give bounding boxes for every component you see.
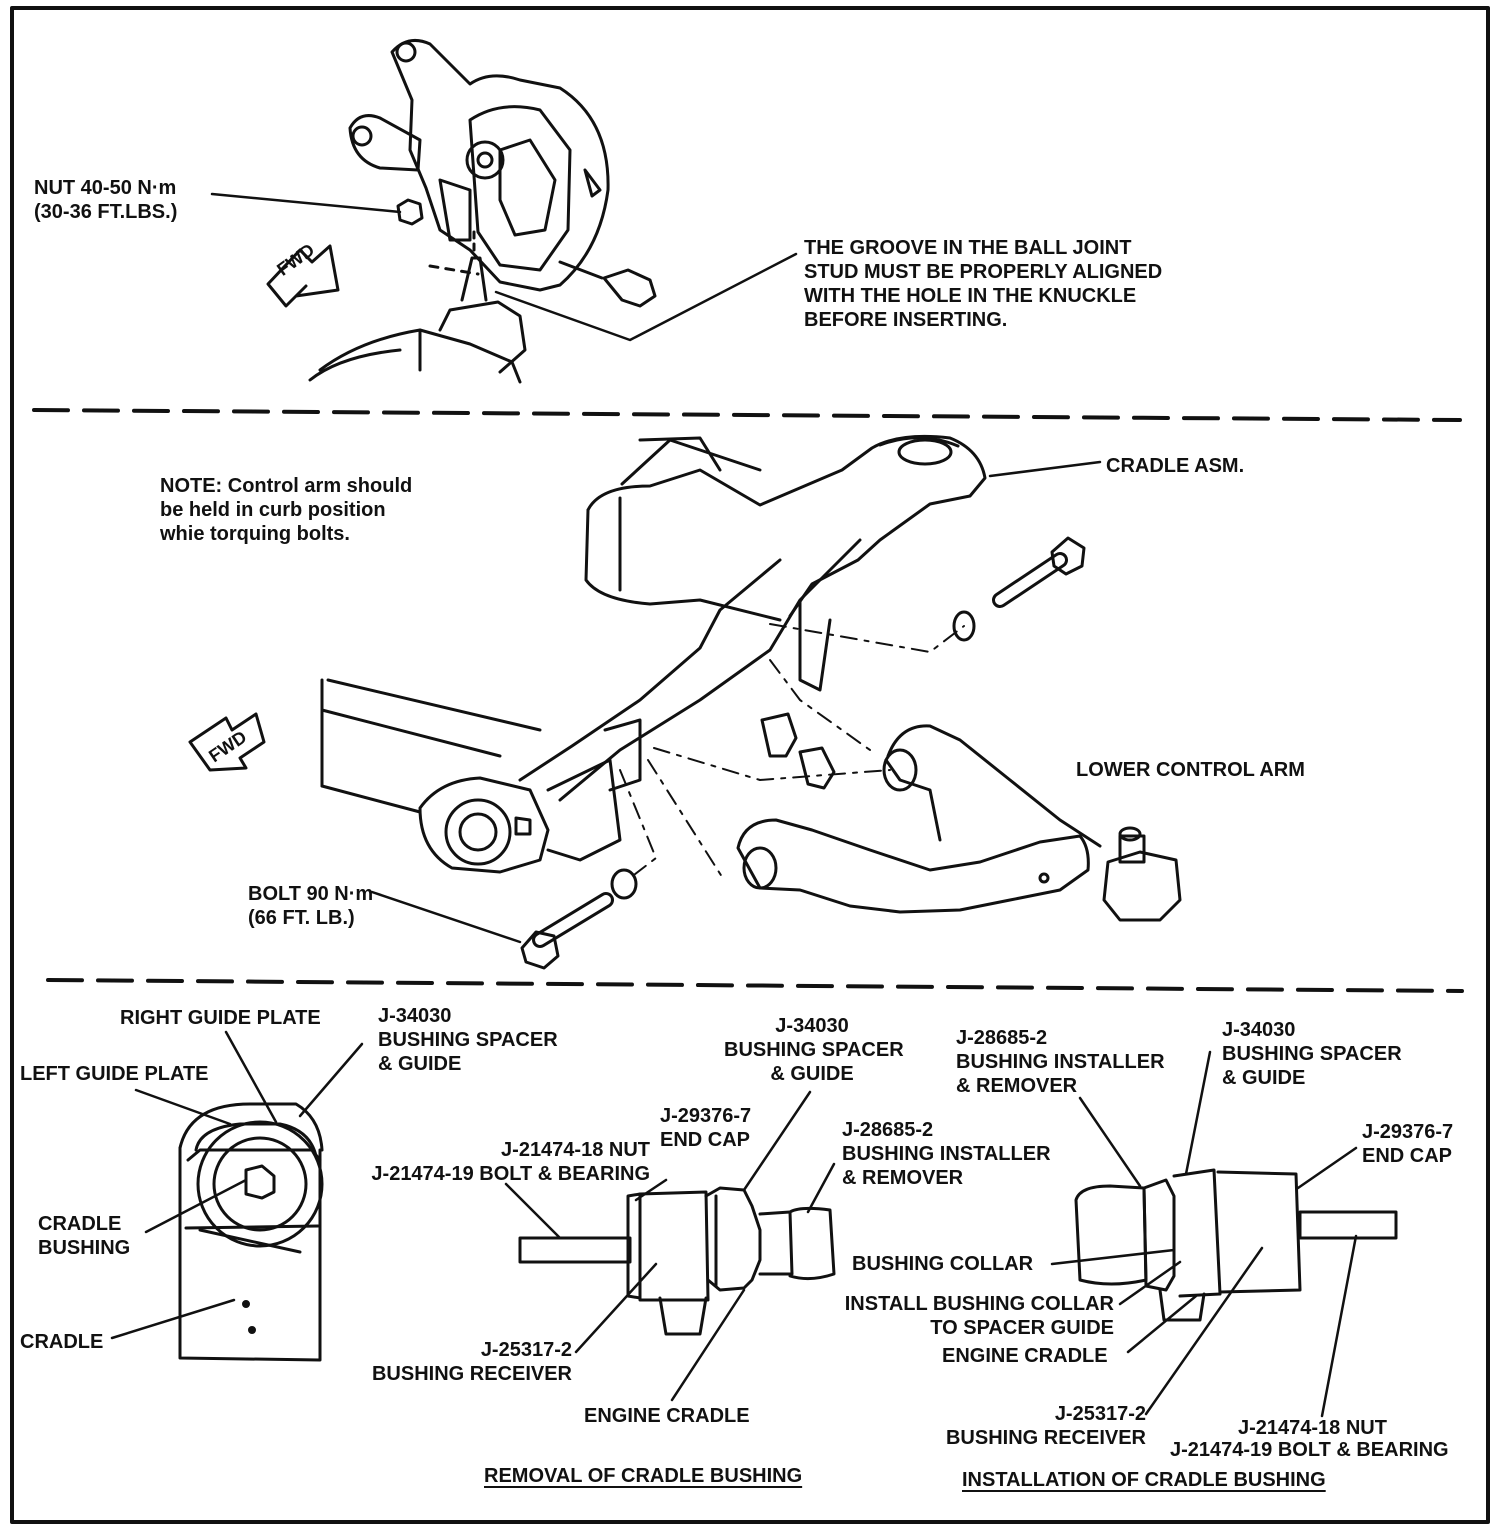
section-divider-1	[32, 408, 1462, 422]
installation-title: INSTALLATION OF CRADLE BUSHING	[962, 1469, 1326, 1491]
install-nut-label: J-21474-18 NUT	[1238, 1417, 1387, 1439]
install-engine-cradle-label: ENGINE CRADLE	[942, 1345, 1108, 1367]
install-spacer-leader	[1184, 1050, 1212, 1176]
curb-position-note: NOTE: Control arm should be held in curb…	[160, 475, 413, 545]
install-end-cap-label: J-29376-7 END CAP	[1362, 1121, 1454, 1167]
removal-receiver-label: J-25317-2 BUSHING RECEIVER	[371, 1339, 572, 1385]
removal-nut-leader	[504, 1182, 562, 1240]
removal-receiver-leader	[574, 1262, 658, 1354]
spacer-guide-label-left: J-34030 BUSHING SPACER & GUIDE	[378, 1005, 558, 1075]
cradle-bushing-label: CRADLE BUSHING	[38, 1213, 131, 1259]
nut-torque-label: NUT 40-50 N·m (30-36 FT.LBS.)	[34, 177, 178, 223]
groove-alignment-note: THE GROOVE IN THE BALL JOINT STUD MUST B…	[804, 237, 1163, 331]
removal-spacer-guide-label: J-34030 BUSHING SPACER & GUIDE	[724, 1015, 904, 1085]
spacer-guide-leader-left	[298, 1042, 364, 1118]
install-engine-cradle-leader	[1126, 1294, 1198, 1354]
removal-spacer-leader	[742, 1090, 812, 1192]
install-spacer-guide-label: J-34030 BUSHING SPACER & GUIDE	[1222, 1019, 1402, 1089]
page-border	[10, 6, 1490, 1524]
cradle-label: CRADLE	[20, 1331, 104, 1353]
removal-installer-leader	[806, 1162, 836, 1214]
install-installer-leader	[1078, 1096, 1142, 1188]
installation-tool-stack	[1074, 1168, 1398, 1322]
cradle-bolt-lower	[520, 868, 638, 970]
left-guide-plate-leader	[134, 1088, 232, 1126]
install-collar-guide-leader	[1118, 1260, 1182, 1306]
lower-control-arm-label: LOWER CONTROL ARM	[1076, 759, 1305, 781]
install-end-cap-leader	[1296, 1146, 1358, 1190]
install-collar-label: INSTALL BUSHING COLLAR TO SPACER GUIDE	[844, 1293, 1114, 1339]
nut-leader	[210, 192, 402, 214]
install-collar-leader	[1050, 1248, 1176, 1266]
section-divider-2	[46, 978, 1464, 993]
bolt-torque-label: BOLT 90 N·m (66 FT. LB.)	[248, 883, 374, 929]
bolt-leader	[370, 890, 522, 944]
cradle-assembly-drawing	[320, 434, 987, 874]
cradle-bushing-leader	[144, 1178, 248, 1234]
bushing-collar-label: BUSHING COLLAR	[852, 1253, 1034, 1275]
removal-engine-cradle-label: ENGINE CRADLE	[584, 1405, 750, 1427]
removal-nut-bolt-label: J-21474-18 NUT J-21474-19 BOLT & BEARING	[371, 1139, 650, 1185]
cradle-asm-leader	[988, 460, 1102, 478]
fwd-arrow-top	[266, 244, 340, 308]
removal-title: REMOVAL OF CRADLE BUSHING	[484, 1465, 803, 1487]
left-guide-plate-label: LEFT GUIDE PLATE	[20, 1063, 209, 1085]
cradle-asm-label: CRADLE ASM.	[1106, 455, 1245, 477]
removal-end-cap-leader	[634, 1178, 668, 1202]
install-bolt-bearing-label: J-21474-19 BOLT & BEARING	[1170, 1439, 1449, 1461]
groove-leader	[494, 252, 798, 342]
fwd-arrow-middle	[188, 712, 266, 772]
removal-tool-stack	[518, 1186, 836, 1336]
cradle-bushing-view	[178, 1102, 324, 1362]
removal-installer-label: J-28685-2 BUSHING INSTALLER & REMOVER	[842, 1119, 1051, 1189]
lower-control-arm-drawing	[736, 724, 1182, 922]
cradle-leader	[110, 1298, 236, 1340]
install-installer-label: J-28685-2 BUSHING INSTALLER & REMOVER	[956, 1027, 1165, 1097]
removal-end-cap-label: J-29376-7 END CAP	[660, 1105, 752, 1151]
nut-part	[396, 198, 424, 226]
right-guide-plate-label: RIGHT GUIDE PLATE	[120, 1007, 321, 1029]
install-receiver-label: J-25317-2 BUSHING RECEIVER	[945, 1403, 1146, 1449]
install-nut-leader	[1320, 1234, 1358, 1418]
cradle-bolt-upper	[952, 536, 1086, 642]
install-receiver-leader	[1144, 1246, 1264, 1416]
steering-knuckle-drawing	[308, 38, 657, 384]
right-guide-plate-leader	[224, 1030, 278, 1124]
removal-engine-cradle-leader	[670, 1288, 746, 1402]
